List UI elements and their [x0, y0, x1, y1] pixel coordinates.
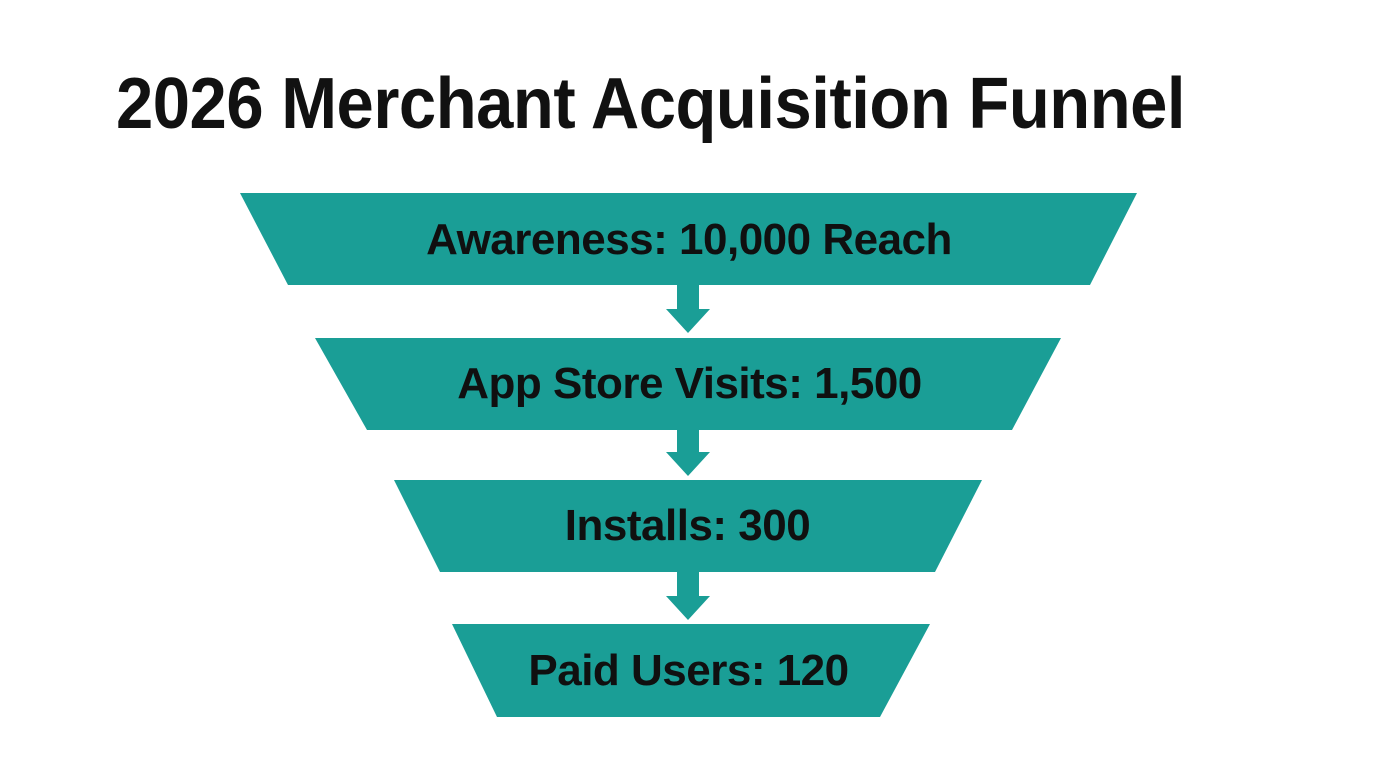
arrow-down-icon-2: [666, 430, 710, 476]
arrow-down-icon-3: [666, 572, 710, 620]
funnel-segment-paid-users[interactable]: [452, 624, 930, 717]
funnel-label-awareness: Awareness: 10,000 Reach: [426, 215, 952, 264]
funnel-segment-app-store-visits[interactable]: [315, 338, 1061, 430]
funnel-segment-installs[interactable]: [394, 480, 982, 572]
funnel-segment-awareness[interactable]: [240, 193, 1137, 285]
funnel-label-installs: Installs: 300: [564, 501, 811, 550]
funnel-label-paid-users: Paid Users: 120: [528, 646, 849, 695]
chart-title: 2026 Merchant Acquisition Funnel: [116, 64, 1186, 144]
arrow-down-icon-1: [666, 285, 710, 333]
funnel-label-app-store-visits: App Store Visits: 1,500: [457, 359, 922, 408]
